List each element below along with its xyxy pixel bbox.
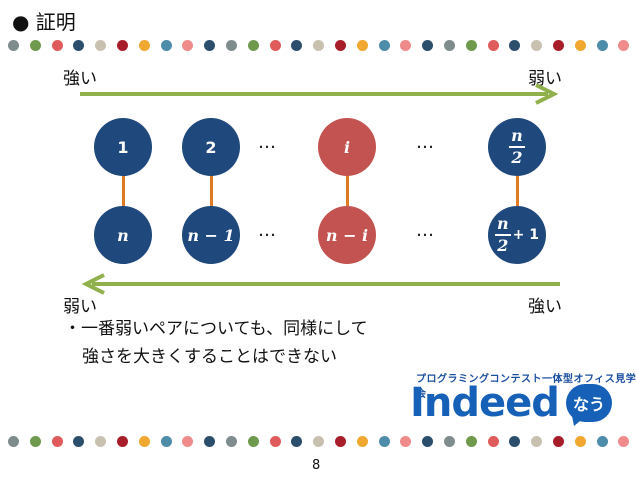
decorative-dot (335, 40, 346, 51)
decorative-dot-row-bottom (0, 436, 638, 450)
decorative-dot (531, 40, 543, 51)
decorative-dot (356, 40, 368, 51)
logo-tagline: プログラミングコンテスト一体型オフィス見学会 (416, 374, 637, 400)
decorative-dot (596, 40, 608, 51)
decorative-dot (465, 40, 477, 51)
ellipsis-bottom-right: … (416, 220, 436, 241)
decorative-dot (574, 436, 586, 447)
decorative-dot (444, 436, 455, 447)
decorative-dot (51, 40, 63, 51)
decorative-dot (204, 40, 216, 51)
decorative-dot (29, 40, 41, 51)
bubble-text: なう (572, 395, 605, 414)
decorative-dot (487, 40, 499, 51)
decorative-dot (160, 40, 172, 51)
decorative-dot-row-top (0, 40, 638, 54)
plus-one-text: + 1 (512, 227, 539, 243)
decorative-dot (160, 436, 172, 447)
node-top-i: i (318, 118, 376, 176)
decorative-dot (138, 40, 150, 51)
pair-link (210, 176, 213, 206)
bottom-left-label: 弱い (63, 297, 97, 317)
decorative-dot (291, 436, 303, 447)
decorative-dot (618, 436, 630, 447)
top-arrow (80, 83, 559, 105)
decorative-dot (356, 436, 368, 447)
node-bottom-n-minus-1: n − 1 (182, 206, 240, 264)
decorative-dot (29, 436, 41, 447)
decorative-dot (51, 436, 63, 447)
decorative-dot (95, 436, 107, 447)
decorative-dot (400, 40, 412, 51)
decorative-dot (596, 436, 608, 447)
decorative-dot (95, 40, 107, 51)
decorative-dot (487, 436, 499, 447)
decorative-dot (313, 40, 325, 51)
decorative-dot (291, 40, 303, 51)
decorative-dot (574, 40, 586, 51)
node-top-2: 2 (182, 118, 240, 176)
bullet-line-2: 強さを大きくすることはできない (82, 347, 337, 367)
decorative-dot (8, 40, 19, 51)
decorative-dot (226, 436, 237, 447)
indeed-logo: Indeed (410, 380, 560, 426)
pair-link (346, 176, 349, 206)
decorative-dot (8, 436, 19, 447)
bullet-line-1: ・一番弱いペアについても、同様にして (64, 319, 368, 339)
decorative-dot (182, 436, 194, 447)
node-top-n-over-2: n 2 (488, 118, 546, 176)
decorative-dot (138, 436, 150, 447)
decorative-dot (531, 436, 543, 447)
node-bottom-n-over-2-plus-1: n 2 + 1 (488, 206, 546, 264)
node-top-1: 1 (94, 118, 152, 176)
decorative-dot (247, 436, 259, 447)
decorative-dot (422, 436, 434, 447)
bottom-right-label: 強い (528, 297, 562, 317)
fraction: n 2 (509, 126, 525, 167)
decorative-dot (509, 40, 521, 51)
decorative-dot (73, 436, 85, 447)
decorative-dot (117, 40, 128, 51)
slide-title: ● 証明 (12, 10, 76, 34)
decorative-dot (422, 40, 434, 51)
decorative-dot (553, 436, 564, 447)
decorative-dot (444, 40, 455, 51)
decorative-dot (226, 40, 237, 51)
decorative-dot (269, 436, 281, 447)
node-bottom-n: n (94, 206, 152, 264)
decorative-dot (269, 40, 281, 51)
decorative-dot (378, 436, 390, 447)
bubble-tail-icon (572, 416, 586, 426)
decorative-dot (247, 40, 259, 51)
decorative-dot (400, 436, 412, 447)
node-bottom-n-minus-i: n − i (318, 206, 376, 264)
pair-link (516, 176, 519, 206)
fraction: n 2 (495, 214, 511, 255)
decorative-dot (378, 40, 390, 51)
ellipsis-bottom-left: … (258, 220, 278, 241)
page-number: 8 (312, 458, 321, 473)
decorative-dot (117, 436, 128, 447)
ellipsis-top-left: … (258, 132, 278, 153)
decorative-dot (553, 40, 564, 51)
decorative-dot (204, 436, 216, 447)
decorative-dot (335, 436, 346, 447)
ellipsis-top-right: … (416, 132, 436, 153)
speech-bubble-icon: なう (566, 384, 612, 422)
pair-link (122, 176, 125, 206)
top-right-label: 弱い (528, 69, 562, 89)
decorative-dot (313, 436, 325, 447)
decorative-dot (509, 436, 521, 447)
decorative-dot (465, 436, 477, 447)
decorative-dot (182, 40, 194, 51)
decorative-dot (73, 40, 85, 51)
decorative-dot (618, 40, 630, 51)
bottom-arrow (81, 273, 560, 295)
top-left-label: 強い (63, 69, 97, 89)
